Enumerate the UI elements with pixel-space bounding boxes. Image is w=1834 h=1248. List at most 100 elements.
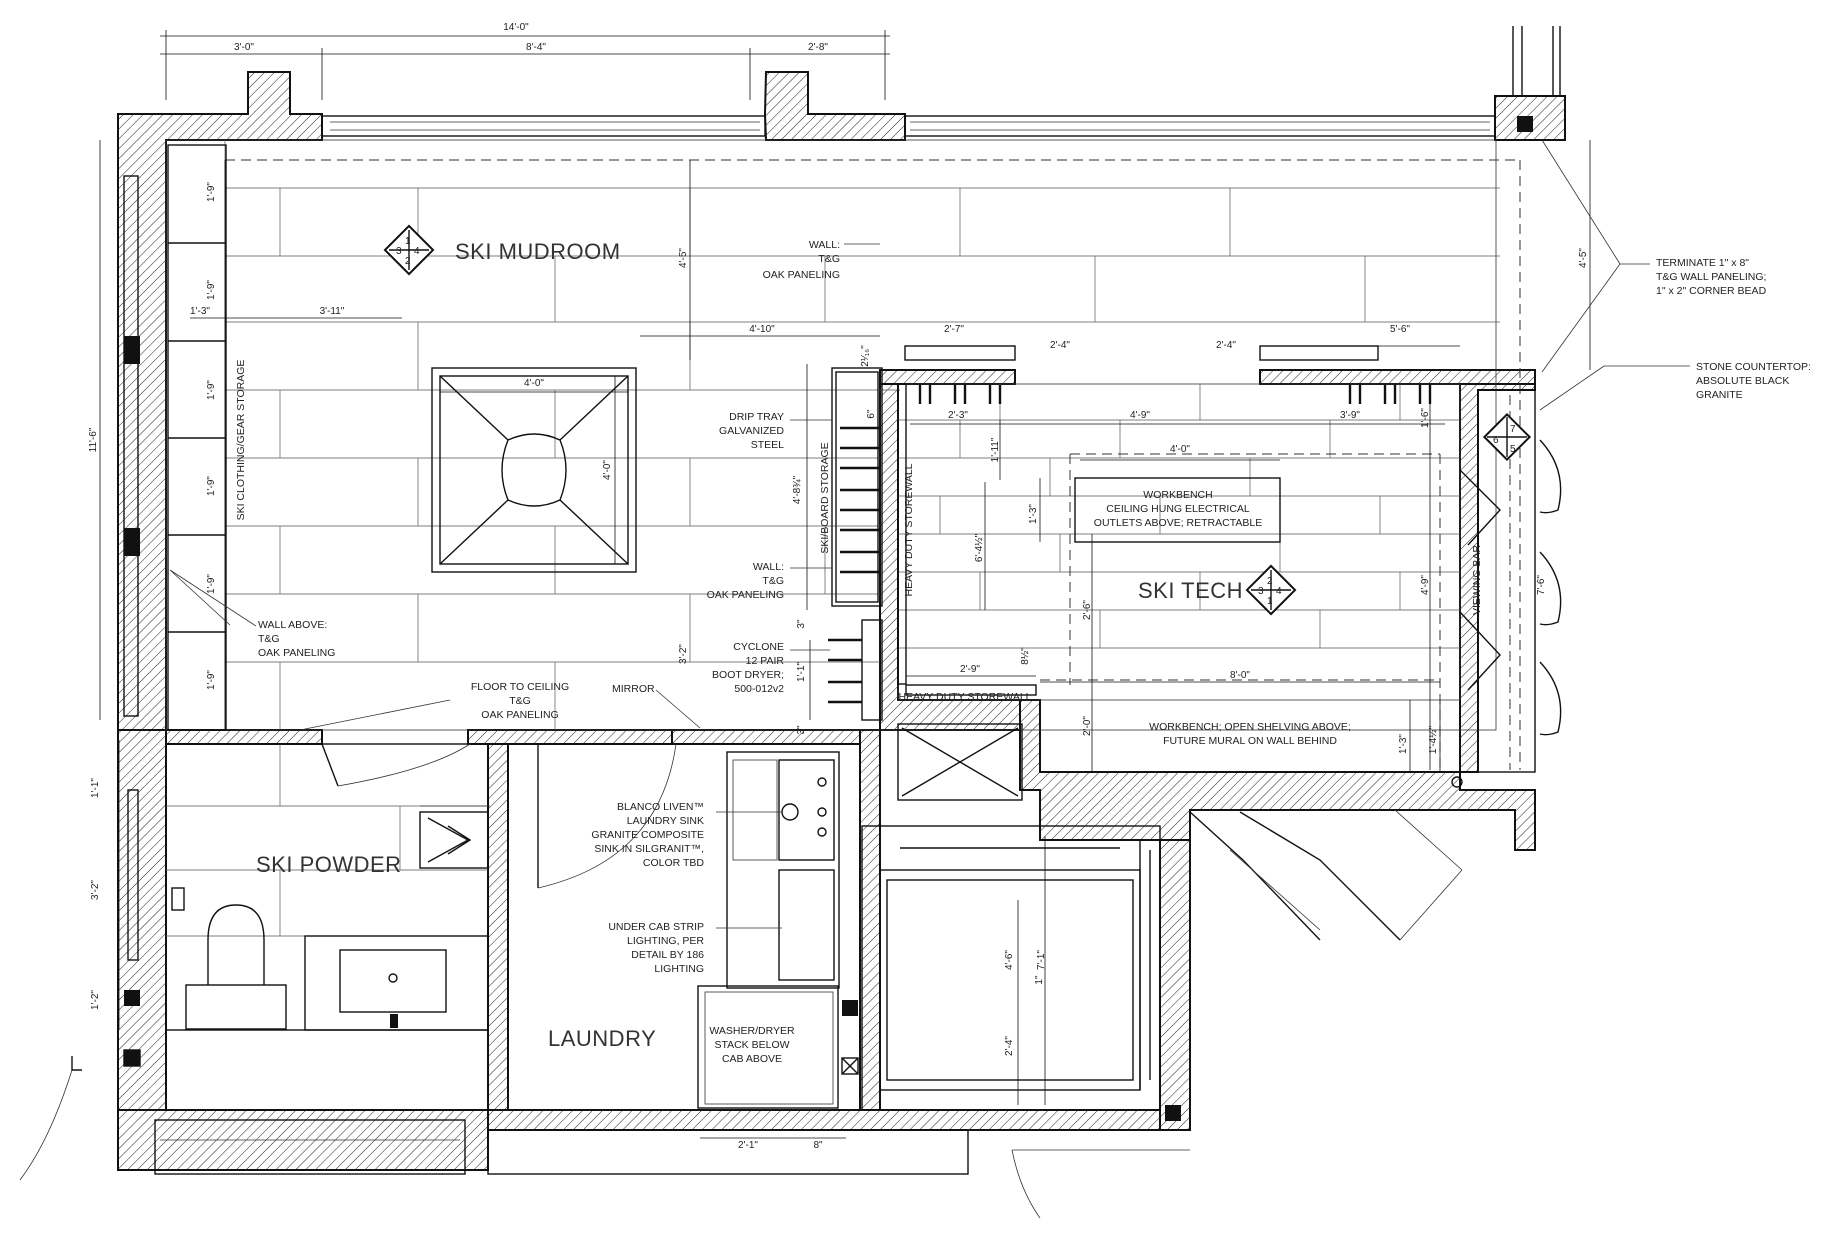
dim-1in: 1" xyxy=(1034,975,1045,985)
note-workbench-2: WORKBENCH; OPEN SHELVING ABOVE; FUTURE M… xyxy=(1149,721,1351,747)
dim-1-9-c: 1'-9" xyxy=(206,380,217,400)
dim-1-11: 1'-11" xyxy=(990,437,1001,462)
laundry-room xyxy=(507,743,861,1111)
svg-text:UNDER CAB STRIP: UNDER CAB STRIP xyxy=(608,921,704,933)
dim-1-9-e: 1'-9" xyxy=(206,574,217,594)
room-label-laundry: LAUNDRY xyxy=(548,1026,656,1051)
viewing-bar xyxy=(1451,389,1562,788)
svg-text:WALL:: WALL: xyxy=(753,561,784,573)
floor-drain xyxy=(431,367,637,573)
svg-text:OAK PANELING: OAK PANELING xyxy=(763,269,840,281)
dim-total-width: 14'-0" xyxy=(503,22,529,33)
note-undercab: UNDER CAB STRIP LIGHTING, PER DETAIL BY … xyxy=(608,921,782,975)
shower xyxy=(861,825,1161,1111)
note-workbench-1: WORKBENCH CEILING HUNG ELECTRICAL OUTLET… xyxy=(1094,489,1262,529)
walls xyxy=(117,71,1566,1171)
svg-text:4: 4 xyxy=(414,246,420,257)
dim-11-6: 11'-6" xyxy=(88,427,99,452)
top-wall-mid xyxy=(763,71,906,141)
note-blanco: BLANCO LIVEN™ LAUNDRY SINK GRANITE COMPO… xyxy=(591,801,782,869)
dim-4-9-v: 4'-9" xyxy=(1420,575,1431,595)
svg-text:CAB ABOVE: CAB ABOVE xyxy=(722,1053,782,1065)
dim-2-3: 2'-3" xyxy=(948,410,968,421)
note-cyclone: CYCLONE 12 PAIR BOOT DRYER; 500-012v2 xyxy=(712,641,830,695)
svg-text:T&G: T&G xyxy=(509,695,531,707)
dim-4-0-v: 4'-0" xyxy=(602,460,613,480)
svg-text:GRANITE COMPOSITE: GRANITE COMPOSITE xyxy=(591,829,704,841)
svg-text:T&G: T&G xyxy=(818,253,840,265)
svg-text:7: 7 xyxy=(1510,424,1516,435)
svg-text:GRANITE: GRANITE xyxy=(1696,389,1743,401)
svg-text:DETAIL BY 186: DETAIL BY 186 xyxy=(631,949,704,961)
svg-text:6: 6 xyxy=(1493,435,1499,446)
dim-1-3: 1'-3" xyxy=(190,306,210,317)
dim-4-10: 4'-10" xyxy=(749,324,775,335)
svg-text:STONE COUNTERTOP:: STONE COUNTERTOP: xyxy=(1696,361,1811,373)
elevation-tag-bar: 7 6 5 xyxy=(1482,412,1532,462)
dim-1-9-d: 1'-9" xyxy=(206,476,217,496)
dim-6: 6" xyxy=(866,409,877,419)
label-ski-clothing: SKI CLOTHING/GEAR STORAGE xyxy=(235,360,247,521)
svg-text:OAK PANELING: OAK PANELING xyxy=(707,589,784,601)
dim-1-6: 1'-6" xyxy=(1420,408,1431,428)
elevation-tag-tech: 2 4 3 1 xyxy=(1245,564,1297,616)
dim-5-6: 5'-6" xyxy=(1390,324,1410,335)
shower-right-wall xyxy=(1159,839,1191,1131)
dim-4-6: 4'-6" xyxy=(1004,950,1015,970)
tech-top-wall-left xyxy=(879,369,1016,385)
dim-1-9-a: 1'-9" xyxy=(206,182,217,202)
elevation-tag-mudroom: 1 4 3 2 xyxy=(383,224,435,276)
powder-laundry-wall xyxy=(487,743,509,1111)
svg-text:WORKBENCH; OPEN SHELVING ABOVE: WORKBENCH; OPEN SHELVING ABOVE; xyxy=(1149,721,1351,733)
dim-3-2-powder: 3'-2" xyxy=(90,880,101,900)
svg-text:CYCLONE: CYCLONE xyxy=(733,641,784,653)
dim-7-6: 7'-6" xyxy=(1536,575,1547,595)
dim-1-4: 1'-4½" xyxy=(1428,725,1439,754)
svg-text:5: 5 xyxy=(1510,444,1516,455)
dim-4-8: 4'-8¾" xyxy=(792,475,803,504)
bottom-cabinets xyxy=(123,1049,1181,1175)
gear-storage-cubbies xyxy=(167,144,231,731)
svg-text:WASHER/DRYER: WASHER/DRYER xyxy=(709,1025,795,1037)
svg-text:BLANCO LIVEN™: BLANCO LIVEN™ xyxy=(617,801,704,813)
dim-1-3c: 1'-3" xyxy=(1398,734,1409,754)
mudroom-bottom-wall xyxy=(165,729,323,745)
laundry-right-wall xyxy=(859,729,881,1111)
svg-text:500-012v2: 500-012v2 xyxy=(734,683,784,695)
svg-text:GALVANIZED: GALVANIZED xyxy=(719,425,784,437)
dim-1-9-b: 1'-9" xyxy=(206,280,217,300)
svg-text:2: 2 xyxy=(405,256,411,267)
svg-text:LIGHTING, PER: LIGHTING, PER xyxy=(627,935,704,947)
label-storewall-vertical: HEAVY DUTY STOREWALL xyxy=(903,463,915,596)
dim-2-6: 2'-6" xyxy=(1082,600,1093,620)
svg-text:4: 4 xyxy=(1276,586,1282,597)
dim-2-0: 2'-0" xyxy=(1082,716,1093,736)
dim-2-4b: 2'-4" xyxy=(1216,340,1236,351)
note-wall-mid: WALL: T&G OAK PANELING xyxy=(707,561,832,601)
svg-text:OUTLETS ABOVE; RETRACTABLE: OUTLETS ABOVE; RETRACTABLE xyxy=(1094,517,1262,529)
room-label-mudroom: SKI MUDROOM xyxy=(455,239,621,264)
dim-4-0-wb: 4'-0" xyxy=(1170,444,1190,455)
note-wall-top: WALL: T&G OAK PANELING xyxy=(763,239,880,281)
svg-text:BOOT DRYER;: BOOT DRYER; xyxy=(712,669,784,681)
dim-3-0: 3'-0" xyxy=(234,42,254,53)
svg-text:T&G: T&G xyxy=(762,575,784,587)
dim-3-2: 3'-2" xyxy=(678,644,689,664)
svg-text:WORKBENCH: WORKBENCH xyxy=(1143,489,1212,501)
dim-8-half: 8½" xyxy=(1020,647,1031,665)
room-label-powder: SKI POWDER xyxy=(256,852,402,877)
svg-text:T&G: T&G xyxy=(258,633,280,645)
dim-4-5-left: 4'-5" xyxy=(678,248,689,268)
svg-text:SINK IN SILGRANIT™,: SINK IN SILGRANIT™, xyxy=(594,843,704,855)
svg-text:WALL ABOVE:: WALL ABOVE: xyxy=(258,619,327,631)
svg-text:MIRROR: MIRROR xyxy=(612,683,655,695)
svg-text:1: 1 xyxy=(1267,596,1273,607)
door-swings xyxy=(19,809,1463,1219)
note-drip-tray: DRIP TRAY GALVANIZED STEEL xyxy=(719,411,832,451)
svg-text:WALL:: WALL: xyxy=(809,239,840,251)
svg-text:3: 3 xyxy=(1258,586,1264,597)
note-wall-above: WALL ABOVE: T&G OAK PANELING xyxy=(169,569,335,659)
dim-3-9: 3'-9" xyxy=(1340,410,1360,421)
dim-4-0-h: 4'-0" xyxy=(524,378,544,389)
